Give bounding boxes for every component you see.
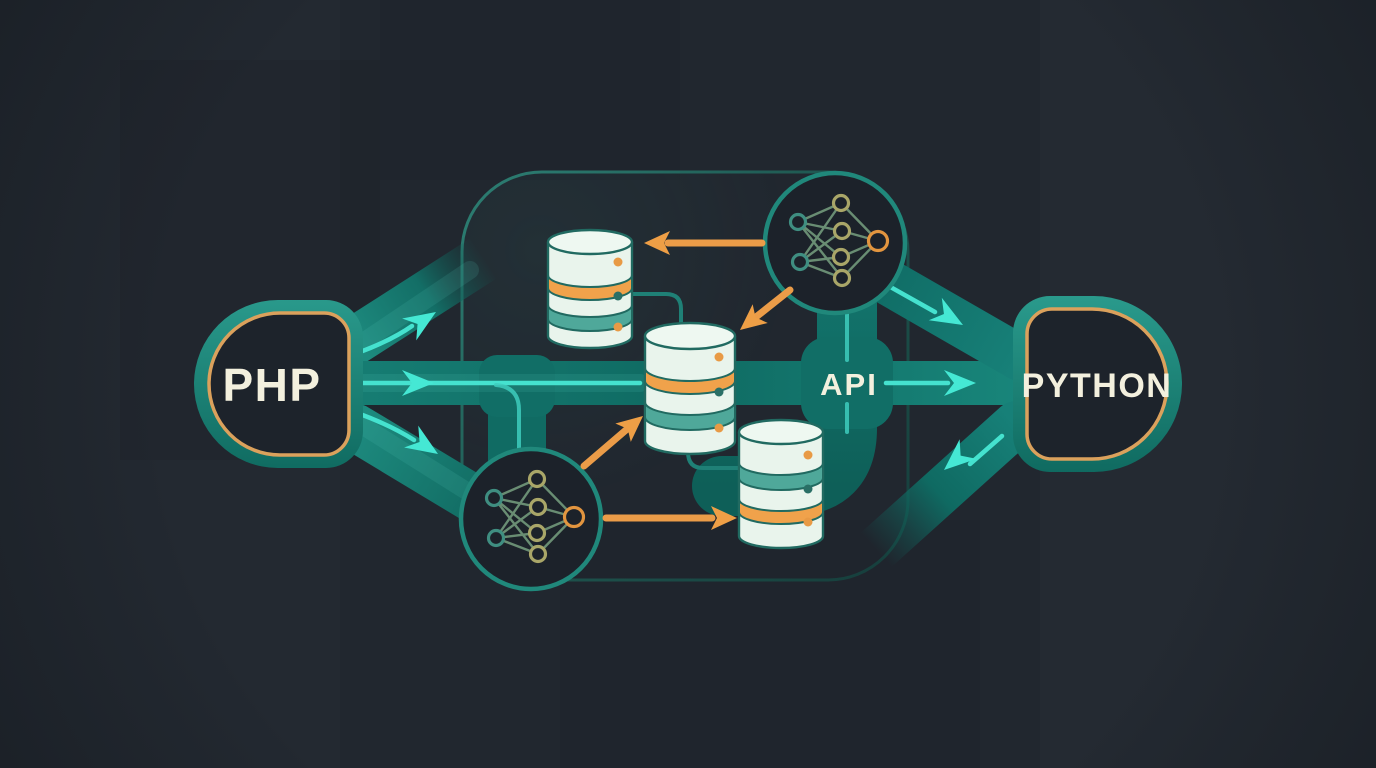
database-icon-top — [546, 228, 634, 350]
api-label: API — [820, 367, 878, 402]
neural-network-icon-bottom — [458, 446, 604, 592]
php-label: PHP — [222, 359, 321, 411]
database-icon-middle — [643, 321, 737, 456]
database-icon-bottom — [737, 418, 825, 550]
python-node: PYTHON — [1013, 296, 1182, 472]
php-node: PHP — [194, 300, 363, 468]
python-label: PYTHON — [1022, 367, 1173, 405]
